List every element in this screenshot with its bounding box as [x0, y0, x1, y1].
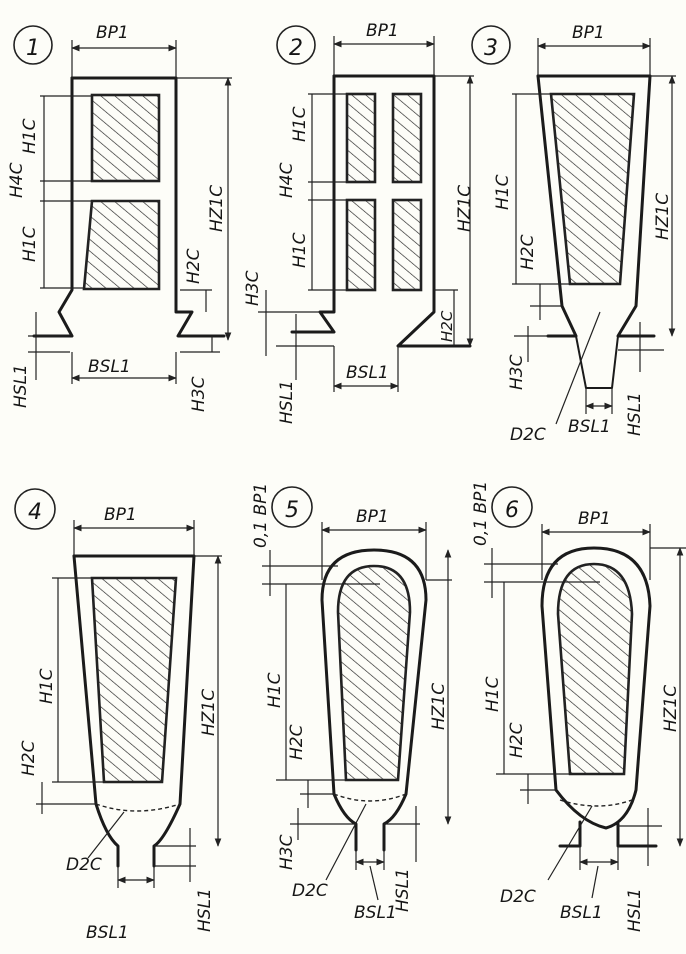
figure-2-upper-slot-label: H1C — [290, 106, 310, 142]
figure-1-upper-winding — [90, 93, 161, 183]
figure-1-number: 1 — [26, 36, 40, 61]
figure-3-open-height-label: HSL1 — [625, 392, 645, 436]
figure-1-middle-gap-label: H4C — [7, 162, 27, 198]
figure-2-lip-height-label: H2C — [438, 310, 456, 342]
figure-6-outline-right-neck — [616, 822, 658, 848]
figure-2-open-height-label: HSL1 — [277, 380, 297, 424]
figure-1-width-label: BP1 — [96, 23, 129, 43]
figure-3: 3 BP1 H1C H2C HZ1C H3C D2C BSL1 HSL1 — [471, 23, 676, 445]
figure-6-diameter-leader — [547, 805, 593, 881]
figure-3-lip-height-label: H2C — [518, 234, 538, 270]
figure-4-lip-height-label: H2C — [19, 740, 39, 776]
figure-6-diameter-arc — [559, 799, 633, 807]
figure-4-total-height-label: HZ1C — [199, 689, 219, 736]
figure-5-open-height-label: HSL1 — [393, 868, 413, 912]
figure-5-outline-left-neck — [332, 792, 358, 852]
figure-4-diameter-arc — [95, 803, 181, 812]
figure-5-slot-height-label: H1C — [265, 672, 285, 708]
figure-3-slot-height-label: H1C — [493, 174, 513, 210]
figure-2-lower-right-winding — [391, 198, 423, 292]
figure-2-middle-gap-label: H4C — [277, 162, 297, 198]
figure-6-opening-label: BSL1 — [560, 903, 603, 923]
figure-2-opening-label: BSL1 — [346, 363, 389, 383]
figure-3-width-label: BP1 — [572, 23, 605, 43]
figure-4-number-circle — [14, 488, 56, 530]
figure-2-outline-right — [332, 74, 472, 348]
figure-1-open-height-label: HSL1 — [11, 364, 31, 408]
figure-6-open-height-label: HSL1 — [625, 888, 645, 932]
figure-6-lip-height-label: H2C — [507, 722, 527, 758]
figure-1-lip-height-label: H2C — [184, 248, 204, 284]
figure-5-width-label: BP1 — [356, 507, 389, 527]
figure-5-diameter-label: D2C — [292, 881, 328, 901]
figure-6-outline — [540, 546, 652, 830]
figure-1-outline-right — [70, 76, 226, 338]
figure-2-lower-slot-label: H1C — [290, 232, 310, 268]
figure-5-number-circle — [271, 486, 313, 528]
figure-5: 5 BP1 0,1 BP1 H1C H2C HZ1C H3C D2C BSL1 — [251, 483, 452, 923]
figure-1-total-height-label: HZ1C — [207, 185, 227, 232]
figure-5-outline — [320, 548, 428, 852]
figure-3-winding — [549, 92, 636, 286]
figure-3-diameter-label: D2C — [510, 425, 546, 445]
figure-6-top-offset-label: 0,1 BP1 — [471, 481, 491, 546]
figure-5-top-offset-label: 0,1 BP1 — [251, 483, 271, 548]
figure-2-lower-left-winding — [345, 198, 377, 292]
figure-2-number-circle — [276, 25, 316, 65]
figure-4-number: 4 — [28, 500, 42, 525]
figure-6-total-height-label: HZ1C — [661, 685, 681, 732]
figure-5-diameter-leader — [325, 803, 367, 881]
figure-3-diameter-leader — [555, 311, 601, 425]
figure-4-opening-label: BSL1 — [86, 923, 129, 943]
figure-5-number: 5 — [285, 498, 299, 523]
figure-2-upper-left-winding — [345, 92, 377, 184]
figure-5-winding — [336, 564, 412, 782]
figure-2-upper-right-winding — [391, 92, 423, 184]
figure-5-total-height-label: HZ1C — [429, 683, 449, 730]
figure-2: 2 BP1 H1C H4C H1C HZ1C H3C H2C HSL1 — [243, 21, 475, 424]
figure-4-slot-height-label: H1C — [37, 668, 57, 704]
figure-1-outline-left — [32, 76, 74, 338]
figure-1-lower-height-label: H3C — [189, 376, 209, 412]
figure-4-winding — [90, 576, 178, 784]
figure-1-upper-slot-label: H1C — [20, 118, 40, 154]
figure-3-opening — [575, 335, 619, 389]
figure-2-total-height-label: HZ1C — [455, 185, 475, 232]
figure-1-lower-slot-label: H1C — [20, 226, 40, 262]
figure-4-open-height-label: HSL1 — [195, 888, 215, 932]
figure-5-lower-height-label: H3C — [277, 834, 297, 870]
figure-3-number-circle — [471, 25, 511, 65]
figure-1-opening-label: BSL1 — [88, 357, 131, 377]
figure-3-number: 3 — [484, 36, 498, 61]
figure-3-outline-left — [536, 74, 578, 338]
figure-6-diameter-label: D2C — [500, 887, 536, 907]
figure-4-diameter-leader — [87, 811, 125, 859]
figure-4-width-label: BP1 — [104, 505, 137, 525]
figure-6-width-label: BP1 — [578, 509, 611, 529]
figure-6-winding — [556, 562, 634, 776]
figure-5-opening-label: BSL1 — [354, 903, 397, 923]
figure-1: 1 BP1 H1C H4C H1C HZ1C H2C H3C HSL1 B — [7, 23, 232, 412]
figure-2-number: 2 — [289, 36, 303, 61]
figure-6: 6 BP1 0,1 BP1 H1C H2C HZ1C D2C BSL1 HSL — [471, 481, 686, 932]
figure-5-diameter-arc — [333, 793, 407, 802]
figure-3-total-height-label: HZ1C — [653, 193, 673, 240]
figure-2-width-label: BP1 — [366, 21, 399, 41]
figure-6-slot-height-label: H1C — [483, 676, 503, 712]
figure-4: 4 BP1 H1C H2C HZ1C D2C BSL1 HSL1 — [14, 488, 222, 943]
figure-4-diameter-label: D2C — [66, 855, 102, 875]
figure-5-lip-height-label: H2C — [287, 724, 307, 760]
figure-1-lower-winding — [82, 199, 161, 291]
figure-3-lower-height-label: H3C — [507, 354, 527, 390]
figure-2-lower-height-label: H3C — [243, 270, 263, 306]
figure-3-opening-label: BSL1 — [568, 417, 611, 437]
figure-1-number-circle — [13, 25, 53, 65]
figure-3-outline-right — [536, 74, 656, 338]
figure-6-number-circle — [491, 486, 533, 528]
figure-6-number: 6 — [505, 498, 519, 523]
